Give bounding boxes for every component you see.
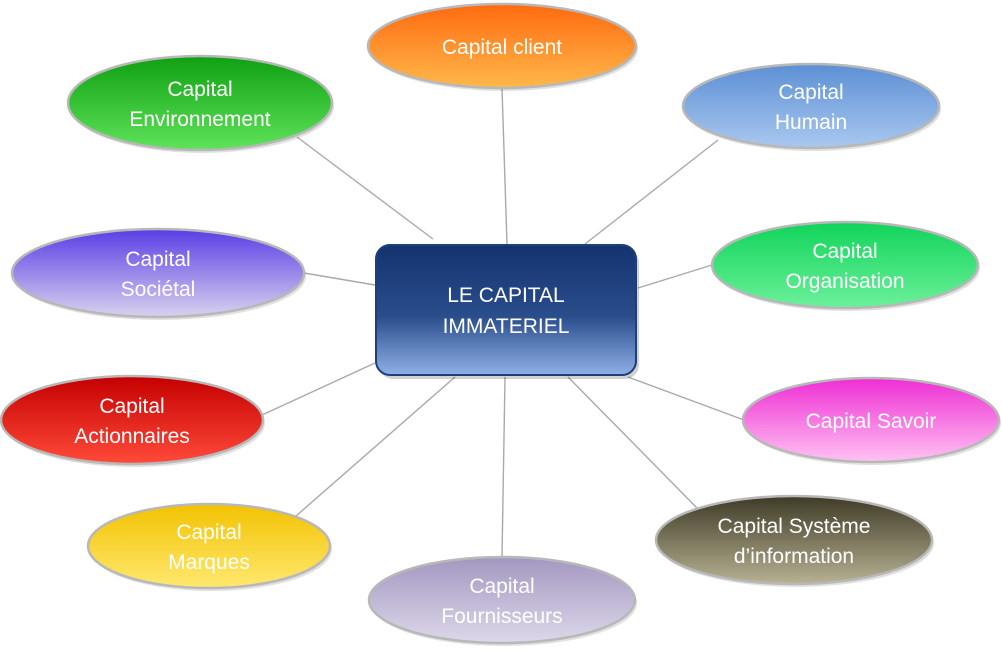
node-label-line: Capital Savoir bbox=[806, 410, 937, 433]
node-capital-systeme-information: Capital Système d’information bbox=[654, 494, 934, 587]
node-label-line: Marques bbox=[168, 551, 250, 574]
connector-capital-fournisseurs bbox=[501, 376, 506, 558]
node-label-line: Capital bbox=[469, 575, 534, 598]
node-label-line: Humain bbox=[775, 111, 847, 134]
node-capital-savoir: Capital Savoir bbox=[741, 376, 1001, 465]
node-label-line: Capital bbox=[167, 78, 232, 101]
node-label-line: d’information bbox=[734, 545, 854, 568]
node-label-line: Capital client bbox=[442, 36, 562, 59]
connectors bbox=[261, 87, 745, 558]
node-ellipse bbox=[367, 555, 637, 645]
connector-capital-client bbox=[501, 87, 508, 245]
center-box bbox=[375, 244, 637, 376]
connector-capital-societal bbox=[303, 272, 376, 286]
node-ellipse bbox=[0, 374, 265, 466]
node-ellipse bbox=[654, 494, 934, 586]
node-label-line: Actionnaires bbox=[74, 425, 190, 448]
connector-capital-humain bbox=[584, 139, 719, 245]
center-label-line: IMMATERIEL bbox=[443, 315, 570, 338]
node-label-line: Organisation bbox=[785, 270, 904, 293]
node-ellipse bbox=[10, 227, 306, 319]
center-node: LE CAPITAL IMMATERIEL bbox=[375, 244, 639, 379]
connector-capital-organisation bbox=[637, 264, 713, 289]
node-ellipse bbox=[681, 62, 941, 150]
node-ellipse bbox=[710, 220, 980, 310]
node-label-line: Capital Système bbox=[718, 515, 871, 538]
node-label-line: Capital bbox=[778, 81, 843, 104]
node-ellipse bbox=[86, 502, 332, 590]
node-label-line: Capital bbox=[125, 248, 190, 271]
center-label-line: LE CAPITAL bbox=[447, 284, 565, 307]
node-ellipse bbox=[741, 376, 1001, 464]
node-label-line: Environnement bbox=[129, 108, 270, 131]
connector-capital-systeme-information bbox=[567, 376, 698, 509]
node-ellipse bbox=[66, 54, 334, 152]
node-ellipse bbox=[366, 2, 638, 90]
connector-capital-environnement bbox=[296, 136, 434, 240]
node-label-line: Capital bbox=[99, 395, 164, 418]
node-label-line: Sociétal bbox=[121, 278, 196, 301]
connector-capital-actionnaires bbox=[261, 362, 376, 416]
connector-capital-marques bbox=[295, 376, 456, 517]
connector-capital-savoir bbox=[627, 376, 745, 421]
node-label-line: Fournisseurs bbox=[441, 605, 562, 628]
node-label-line: Capital bbox=[812, 240, 877, 263]
node-label-line: Capital bbox=[176, 521, 241, 544]
node-capital-client: Capital client bbox=[366, 2, 638, 91]
